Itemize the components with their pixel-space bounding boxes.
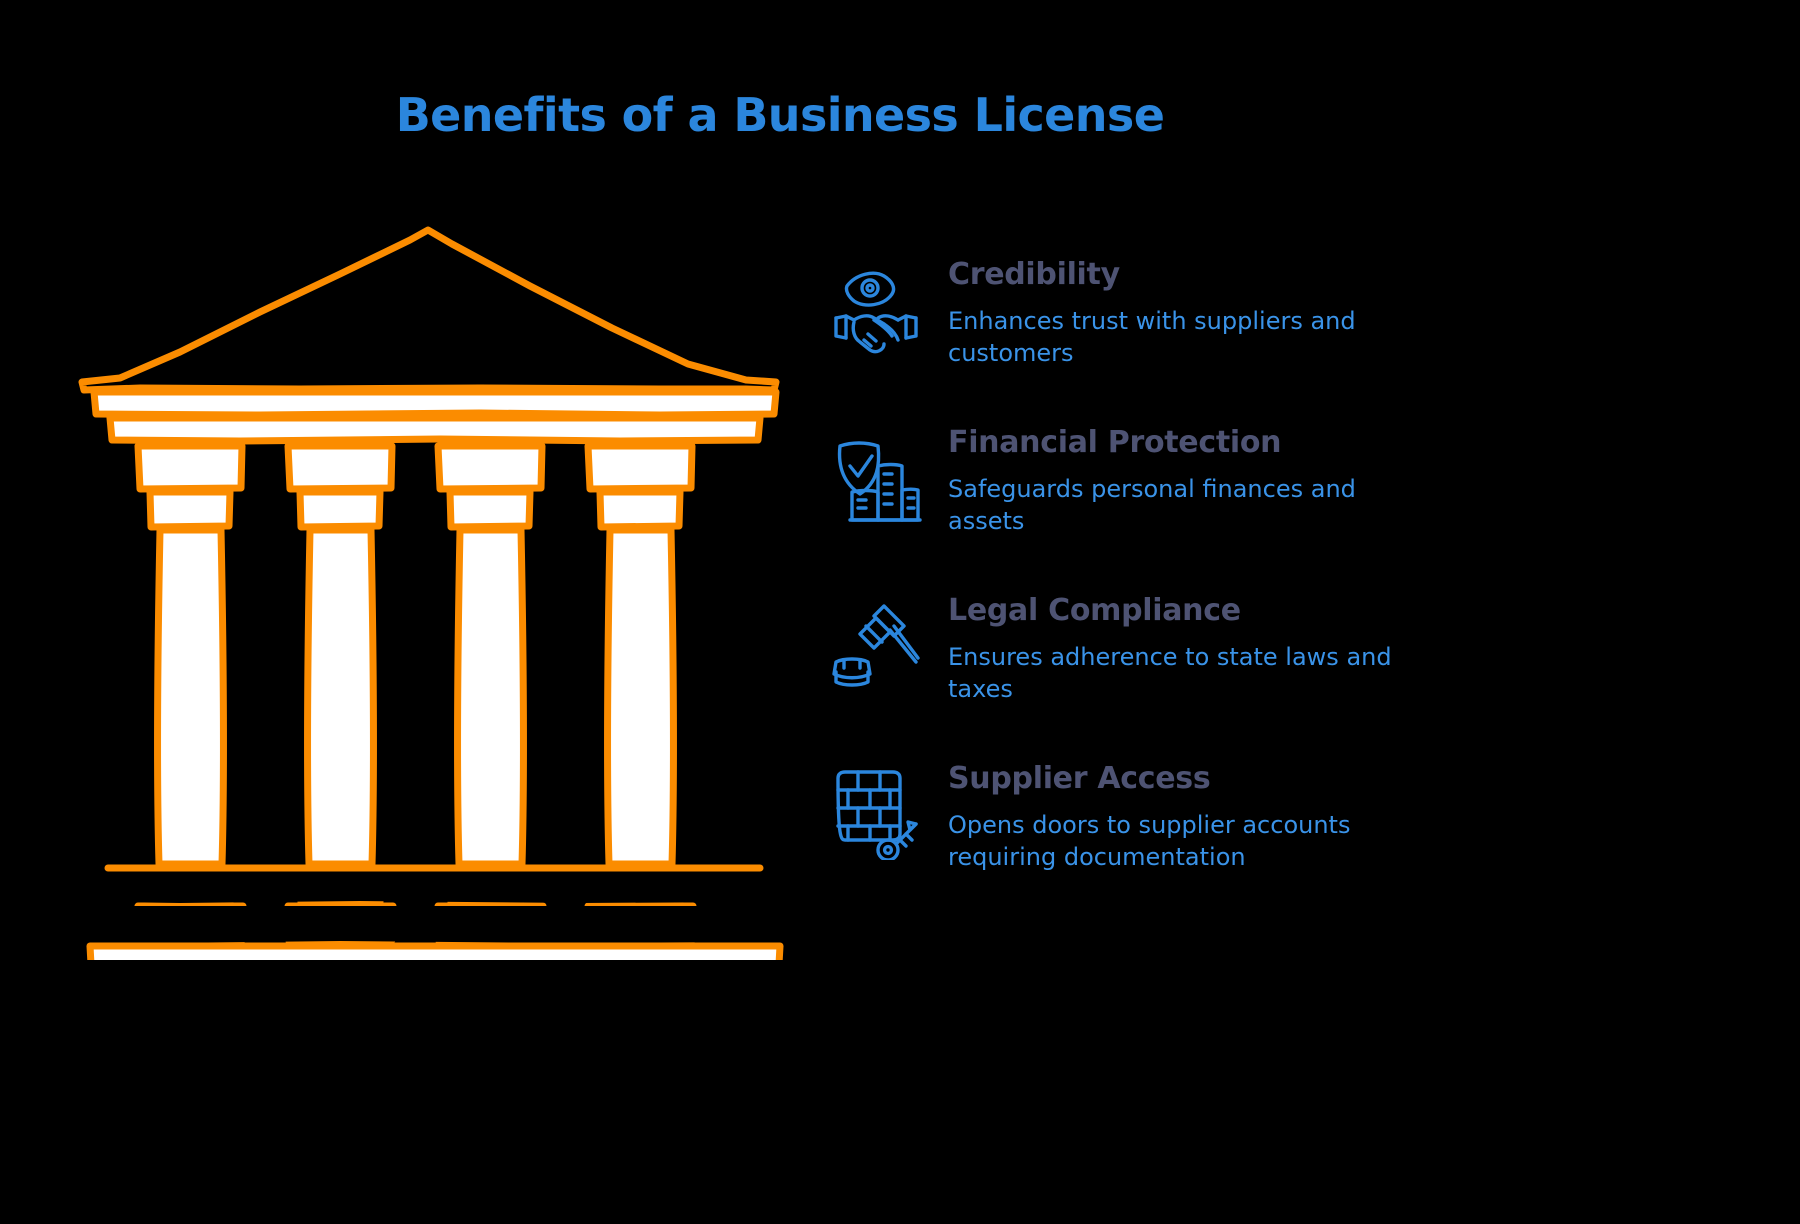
benefit-item-financial-protection: Financial Protection Safeguards personal… xyxy=(830,426,1430,558)
benefit-text-block: Supplier Access Opens doors to supplier … xyxy=(948,762,1430,873)
benefit-description: Ensures adherence to state laws and taxe… xyxy=(948,643,1392,704)
benefit-title: Financial Protection xyxy=(948,425,1282,460)
benefit-text-block: Credibility Enhances trust with supplier… xyxy=(948,258,1430,369)
temple-illustration xyxy=(60,200,820,960)
page-title: Benefits of a Business License xyxy=(395,88,1165,142)
eye-handshake-icon xyxy=(830,264,922,356)
benefit-title: Supplier Access xyxy=(948,761,1211,796)
benefits-list: Credibility Enhances trust with supplier… xyxy=(830,258,1430,894)
shield-check-building-icon xyxy=(830,432,922,524)
benefit-description: Enhances trust with suppliers and custom… xyxy=(948,307,1356,368)
benefit-text-block: Legal Compliance Ensures adherence to st… xyxy=(948,594,1430,705)
benefit-item-credibility: Credibility Enhances trust with supplier… xyxy=(830,258,1430,390)
benefit-text-block: Financial Protection Safeguards personal… xyxy=(948,426,1430,537)
brick-wall-key-icon xyxy=(830,768,922,860)
benefit-title: Credibility xyxy=(948,257,1120,292)
benefit-item-legal-compliance: Legal Compliance Ensures adherence to st… xyxy=(830,594,1430,726)
benefit-title: Legal Compliance xyxy=(948,593,1241,628)
benefit-item-supplier-access: Supplier Access Opens doors to supplier … xyxy=(830,762,1430,894)
benefit-description: Opens doors to supplier accounts requiri… xyxy=(948,811,1351,872)
benefit-description: Safeguards personal finances and assets xyxy=(948,475,1356,536)
gavel-icon xyxy=(830,600,922,692)
